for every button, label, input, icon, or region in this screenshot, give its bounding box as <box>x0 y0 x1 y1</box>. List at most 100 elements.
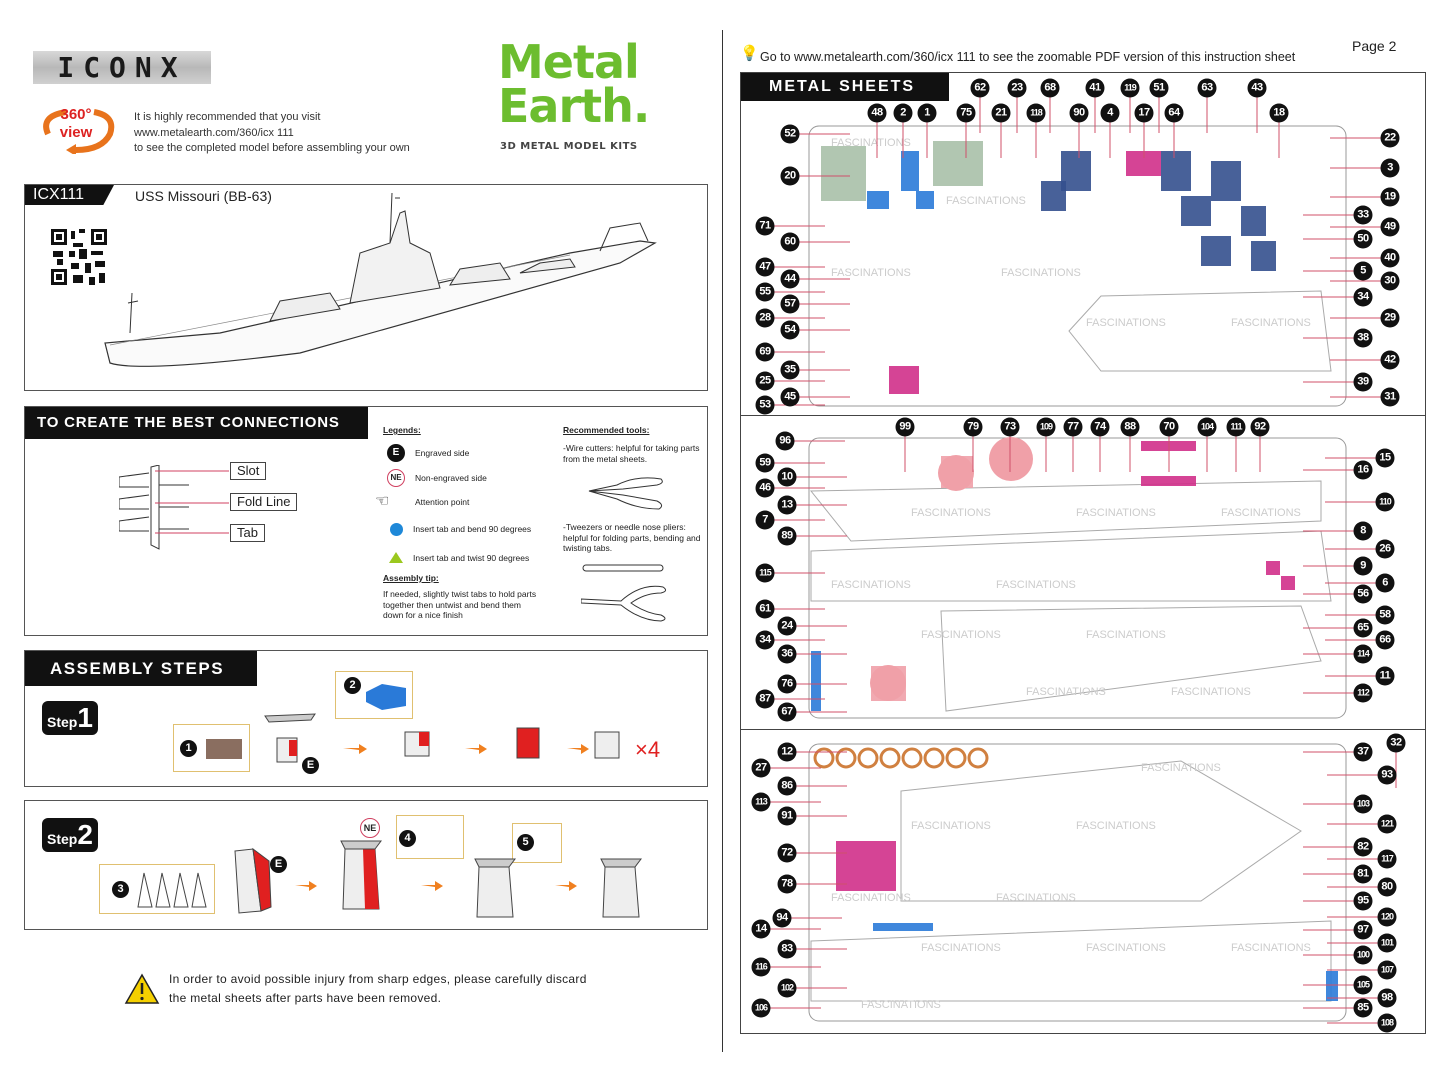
metal-earth-logo: Metal Earth. <box>498 39 650 129</box>
hull-part <box>810 530 1332 602</box>
part-callout-19: 19 <box>1380 187 1400 207</box>
metal-part <box>933 141 983 186</box>
watermark: FASCINATIONS <box>831 137 911 149</box>
model-panel: ICX111 USS Missouri (BB-63) <box>24 184 708 391</box>
watermark: FASCINATIONS <box>1231 317 1311 329</box>
visit-360-text: It is highly recommended that you visit … <box>134 110 410 157</box>
engraved-icon: E <box>387 444 405 462</box>
part-callout-104: 104 <box>1197 417 1217 437</box>
part-callout-16: 16 <box>1353 460 1373 480</box>
part-callout-99: 99 <box>895 417 915 437</box>
metal-part <box>1251 241 1276 271</box>
visit-url[interactable]: www.metalearth.com/360/icx 111 <box>134 126 294 139</box>
metal-part <box>916 191 934 209</box>
tweezers-pliers-icon <box>581 564 667 622</box>
sheet-separator <box>741 415 1425 416</box>
connections-panel: TO CREATE THE BEST CONNECTIONS Slot Fold… <box>24 406 708 636</box>
part-callout-71: 71 <box>755 216 775 236</box>
metal-part <box>967 747 989 769</box>
part-callout-89: 89 <box>777 526 797 546</box>
part-callout-11: 11 <box>1375 666 1395 686</box>
warning-icon <box>124 973 160 1004</box>
visit-line: to see the completed model before assemb… <box>134 142 410 154</box>
watermark: FASCINATIONS <box>831 892 911 904</box>
step-2-panel: Step2 3 4 5 E NE <box>24 800 708 930</box>
part-callout-33: 33 <box>1353 205 1373 225</box>
watermark: FASCINATIONS <box>1086 629 1166 641</box>
metal-part <box>811 651 821 711</box>
hull-part <box>1068 290 1332 372</box>
watermark: FASCINATIONS <box>1231 942 1311 954</box>
part-1-illustration <box>206 739 242 759</box>
part-callout-32: 32 <box>1386 733 1406 753</box>
tool-wire-cutters: -Wire cutters: helpful for taking parts … <box>563 443 700 464</box>
watermark: FASCINATIONS <box>921 629 1001 641</box>
watermark: FASCINATIONS <box>921 942 1001 954</box>
model-name: USS Missouri (BB-63) <box>135 188 272 204</box>
deck-part <box>900 760 1302 902</box>
part-callout-93: 93 <box>1377 765 1397 785</box>
iconx-logo: ICONX <box>33 51 211 84</box>
watermark: FASCINATIONS <box>831 267 911 279</box>
watermark: FASCINATIONS <box>996 892 1076 904</box>
hull-part <box>810 920 1332 1002</box>
part-callout-48: 48 <box>867 103 887 123</box>
part-callout-18: 18 <box>1269 103 1289 123</box>
sheet-outline <box>808 743 1347 1022</box>
part-callout-24: 24 <box>777 616 797 636</box>
metal-part <box>923 747 945 769</box>
qr-code[interactable] <box>49 227 109 287</box>
watermark: FASCINATIONS <box>1086 942 1166 954</box>
legend-attention: Attention point <box>415 497 470 507</box>
battleship-illustration <box>104 193 657 367</box>
metal-part <box>1181 196 1211 226</box>
part-callout-113: 113 <box>751 792 771 812</box>
part-callout-85: 85 <box>1353 998 1373 1018</box>
part-callout-1: 1 <box>917 103 937 123</box>
part-callout-107: 107 <box>1377 960 1397 980</box>
part-callout: 1 <box>180 740 197 757</box>
repeat-count: ×4 <box>635 737 661 762</box>
part-callout: 3 <box>112 881 129 898</box>
view-360-icon <box>43 109 115 154</box>
part-2-illustration <box>366 684 406 710</box>
part-callout-42: 42 <box>1380 350 1400 370</box>
part-callout-41: 41 <box>1085 78 1105 98</box>
engraved-marker: E <box>302 757 319 774</box>
non-engraved-icon: NE <box>387 469 405 487</box>
sheet-outline <box>808 437 1347 719</box>
metal-part <box>873 923 933 931</box>
connections-title: TO CREATE THE BEST CONNECTIONS <box>25 407 368 439</box>
part-callout-3: 3 <box>1380 158 1400 178</box>
metal-part <box>1041 181 1066 211</box>
part-callout-83: 83 <box>777 939 797 959</box>
watermark: FASCINATIONS <box>1026 686 1106 698</box>
part-callout-37: 37 <box>1353 742 1373 762</box>
tool-tweezers-pliers: -Tweezers or needle nose pliers: helpful… <box>563 522 701 553</box>
step-number: 2 <box>77 819 93 850</box>
part-callout-111: 111 <box>1226 417 1246 437</box>
metal-part <box>1241 206 1266 236</box>
metal-part <box>821 146 866 201</box>
blue-circle-icon <box>390 523 403 536</box>
part-callout-65: 65 <box>1353 618 1373 638</box>
part-callout-63: 63 <box>1197 78 1217 98</box>
metal-sheets-title: METAL SHEETS <box>741 73 949 101</box>
part-callout-5: 5 <box>1353 261 1373 281</box>
part-callout-49: 49 <box>1380 217 1400 237</box>
part-callout-105: 105 <box>1353 975 1373 995</box>
watermark: FASCINATIONS <box>831 579 911 591</box>
part-callout-39: 39 <box>1353 372 1373 392</box>
part-2-box: 2 <box>335 671 413 719</box>
part-callout-77: 77 <box>1063 417 1083 437</box>
part-callout-88: 88 <box>1120 417 1140 437</box>
part-callout-76: 76 <box>777 674 797 694</box>
part-callout: 2 <box>344 677 361 694</box>
part-callout-12: 12 <box>777 742 797 762</box>
fold-line-label: Fold Line <box>230 493 298 511</box>
part-callout-30: 30 <box>1380 271 1400 291</box>
metal-part <box>1211 161 1241 201</box>
part-callout-54: 54 <box>780 320 800 340</box>
zoomable-pdf-note[interactable]: Go to www.metalearth.com/360/icx 111 to … <box>760 50 1296 64</box>
metal-part <box>1141 476 1196 486</box>
